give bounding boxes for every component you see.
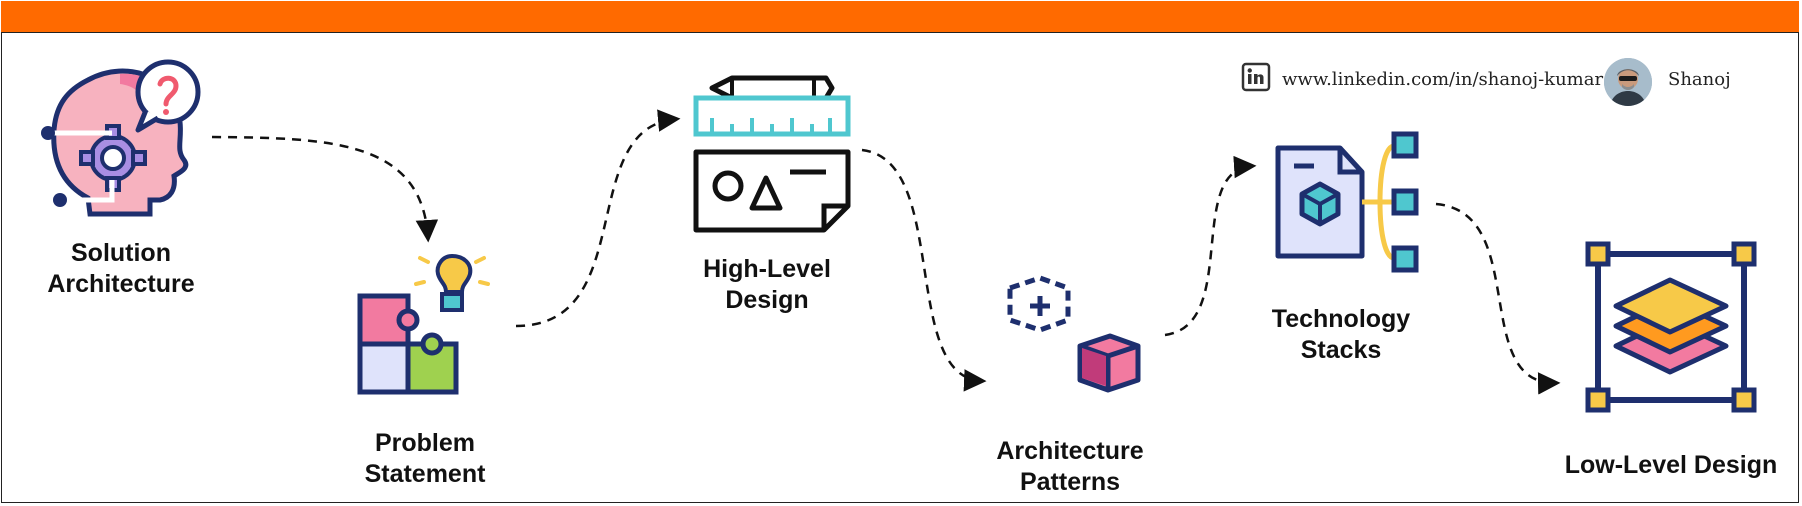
ruler-pencil-sketch-icon: [693, 75, 851, 233]
arrow-1: [211, 135, 439, 243]
step-label-solution-architecture: Solution Architecture: [46, 238, 196, 300]
step-label-line: Patterns: [1019, 468, 1121, 496]
step-label-high-level-design: High-Level Design: [692, 254, 842, 316]
arrow-2: [515, 109, 681, 328]
cube-patterns-icon: [1007, 275, 1141, 393]
step-label-line: Design: [725, 286, 809, 314]
puzzle-lightbulb-icon: [357, 253, 490, 395]
author-credit: www.linkedin.com/in/shanoj-kumar Shanoj: [1240, 58, 1760, 106]
step-label-line: Architecture: [996, 437, 1144, 465]
step-label-line: Solution: [71, 239, 171, 267]
arrow-3: [861, 148, 987, 392]
head-gear-icon: [41, 59, 201, 217]
step-label-line: Low-Level Design: [1564, 451, 1778, 479]
step-label-line: Problem: [374, 429, 476, 457]
top-banner: [1, 1, 1799, 33]
step-label-technology-stacks: Technology Stacks: [1266, 304, 1416, 366]
person-photo-icon: [1604, 58, 1652, 106]
layers-icon: [1585, 241, 1757, 413]
step-label-line: Stacks: [1300, 336, 1382, 364]
step-label-line: Technology: [1271, 305, 1411, 333]
linkedin-url[interactable]: www.linkedin.com/in/shanoj-kumar: [1282, 69, 1604, 90]
step-label-line: Statement: [364, 460, 486, 488]
document-stack-icon: [1275, 131, 1419, 273]
step-label-low-level-design: Low-Level Design: [1556, 450, 1786, 481]
author-name: Shanoj: [1668, 69, 1731, 90]
step-label-problem-statement: Problem Statement: [350, 428, 500, 490]
step-label-line: Architecture: [47, 270, 195, 298]
avatar: [1604, 58, 1652, 106]
arrow-4: [1164, 155, 1257, 337]
linkedin-icon: [1241, 62, 1271, 92]
step-label-architecture-patterns: Architecture Patterns: [990, 436, 1150, 498]
step-label-line: High-Level: [703, 255, 831, 283]
arrow-5: [1435, 202, 1561, 395]
